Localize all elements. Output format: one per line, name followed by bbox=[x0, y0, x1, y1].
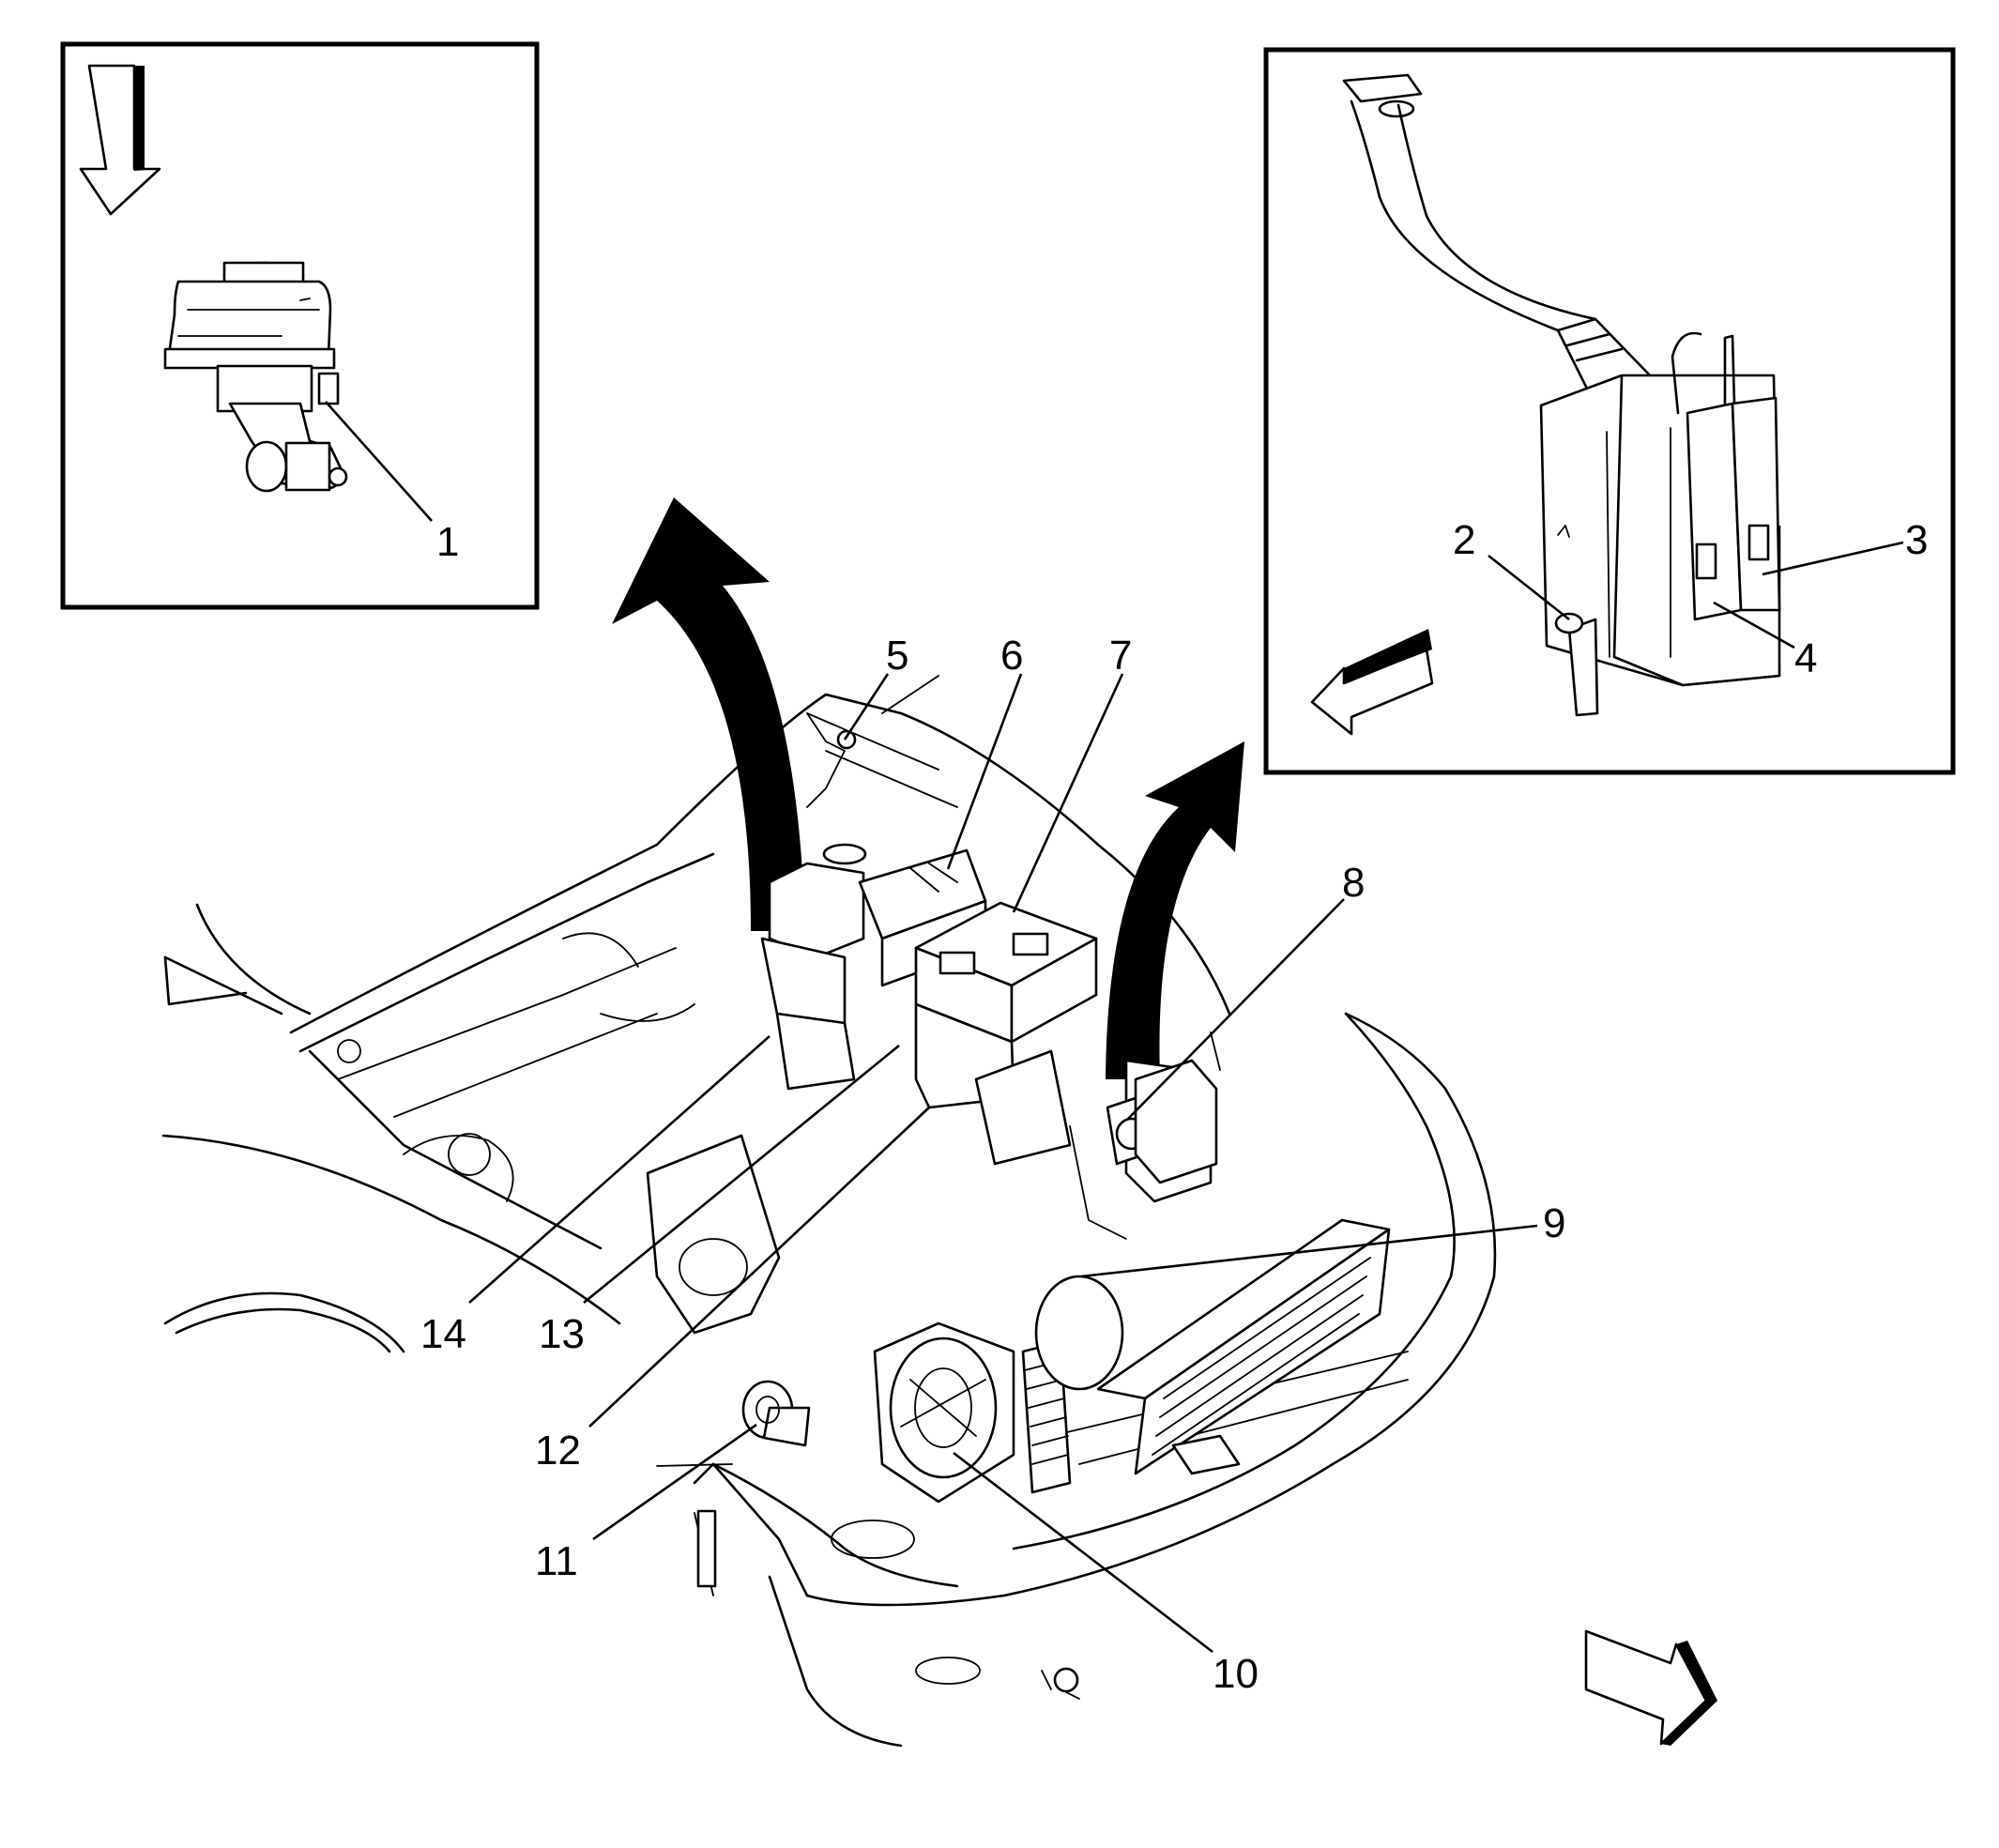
callout-4: 4 bbox=[1794, 635, 1817, 681]
washer-filler-neck bbox=[1342, 73, 1654, 389]
engine-control-module-area bbox=[914, 1002, 1072, 1166]
callout-11: 11 bbox=[535, 1538, 578, 1584]
leader-line-2 bbox=[1488, 554, 1570, 621]
washer-reservoir-inset: 2 3 4 bbox=[1263, 47, 1956, 775]
callout-14: 14 bbox=[420, 1311, 466, 1357]
leader-line-13 bbox=[583, 1044, 900, 1305]
leader-line-1 bbox=[325, 401, 433, 522]
horn bbox=[741, 1380, 811, 1447]
leader-line-9 bbox=[1080, 1224, 1538, 1278]
callout-5: 5 bbox=[886, 633, 908, 679]
callout-8: 8 bbox=[1342, 860, 1365, 906]
brake-reservoir-main-view bbox=[760, 843, 867, 1091]
down-arrow-icon bbox=[79, 64, 161, 216]
washer-fluid-reservoir bbox=[1539, 331, 1781, 717]
radiator-and-condenser bbox=[1096, 1218, 1391, 1475]
curved-arrow-to-left-inset-icon bbox=[612, 497, 805, 931]
callout-3: 3 bbox=[1905, 517, 1928, 563]
fan-relay-connector bbox=[1134, 1059, 1218, 1184]
leader-line-5 bbox=[843, 673, 890, 741]
callout-12: 12 bbox=[535, 1428, 581, 1474]
front-direction-arrow-icon bbox=[1310, 629, 1434, 736]
curved-arrow-to-right-inset-icon bbox=[1106, 741, 1244, 1079]
leader-line-3 bbox=[1762, 541, 1904, 576]
leader-line-11 bbox=[592, 1423, 757, 1541]
leader-line-12 bbox=[588, 1107, 930, 1428]
brake-fluid-reservoir bbox=[163, 261, 348, 493]
callout-6: 6 bbox=[1000, 633, 1023, 679]
callout-2: 2 bbox=[1453, 517, 1475, 563]
callout-13: 13 bbox=[539, 1311, 585, 1357]
leader-line-10 bbox=[953, 1451, 1213, 1654]
callout-7: 7 bbox=[1109, 633, 1132, 679]
cooling-fan-shroud bbox=[873, 1275, 1124, 1504]
callout-10: 10 bbox=[1213, 1651, 1259, 1697]
leader-line-4 bbox=[1713, 601, 1795, 649]
leader-line-14 bbox=[468, 1035, 771, 1304]
leader-line-8 bbox=[1127, 898, 1345, 1120]
battery bbox=[914, 901, 1098, 1044]
leader-line-7 bbox=[1012, 673, 1124, 913]
brake-reservoir-inset: 1 bbox=[60, 41, 540, 610]
leader-line-6 bbox=[946, 673, 1023, 870]
callout-1: 1 bbox=[436, 519, 459, 565]
front-direction-arrow-icon bbox=[1584, 1629, 1717, 1746]
engine-compartment-illustration bbox=[161, 675, 1497, 1748]
callout-9: 9 bbox=[1543, 1200, 1565, 1246]
